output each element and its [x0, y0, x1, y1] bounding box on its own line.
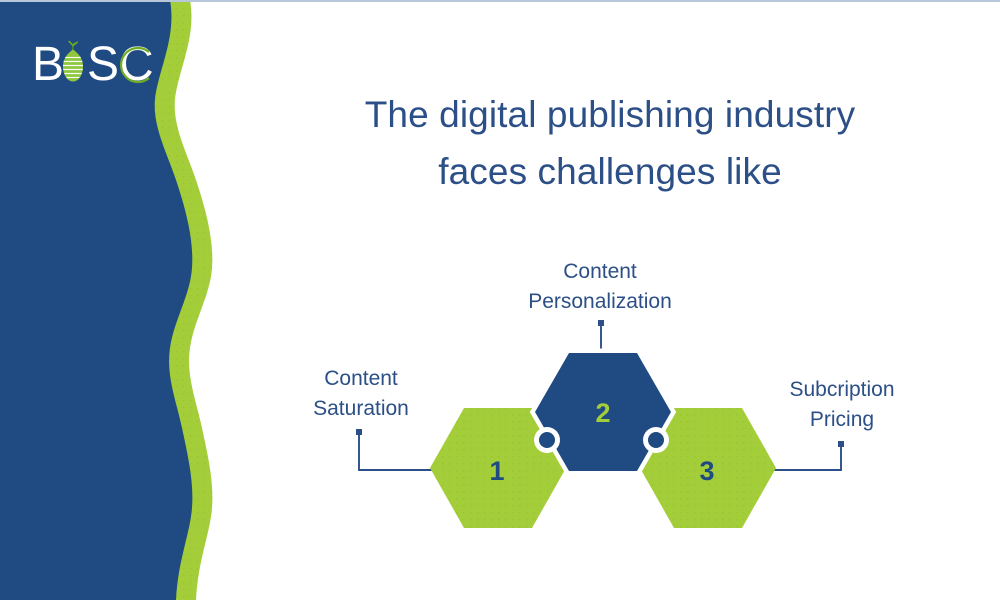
hexagon-step-1[interactable]: 1 — [430, 408, 566, 528]
connector-dots — [356, 320, 844, 447]
logo-green-arc — [120, 46, 150, 84]
hexagon-step-1-shape — [430, 408, 566, 528]
callout-label-step-2-line-1: Content — [563, 260, 637, 283]
connector-line-step-1 — [358, 432, 450, 471]
bosc-logo: B SC — [32, 38, 157, 92]
hexagon-step-2[interactable]: 2 — [529, 348, 677, 476]
connector-dot-step-3 — [838, 441, 844, 447]
junction-node-left-dot — [539, 432, 555, 448]
pear-icon — [63, 40, 83, 82]
junction-node-right — [643, 427, 669, 453]
hexagon-step-3-shape — [640, 408, 776, 528]
callout-label-step-2: Content Personalization — [480, 257, 720, 317]
hexagon-step-1-number: 1 — [489, 456, 504, 486]
hexagon-step-3-number: 3 — [699, 456, 714, 486]
page-title: The digital publishing industry faces ch… — [255, 86, 965, 200]
callout-label-step-1: Content Saturation — [262, 364, 460, 424]
callout-label-step-1-line-1: Content — [324, 367, 398, 390]
callout-label-step-1-line-2: Saturation — [313, 397, 409, 420]
top-border-line — [0, 0, 1000, 2]
page-title-line-1: The digital publishing industry — [364, 94, 856, 135]
hexagon-step-3[interactable]: 3 — [640, 408, 776, 528]
callout-label-step-3-line-2: Pricing — [809, 408, 875, 431]
panel-blue-body — [0, 0, 193, 600]
logo-letter-b: B — [32, 38, 64, 91]
page-title-line-2: faces challenges like — [438, 151, 782, 192]
hexagon-step-2-shape — [535, 353, 671, 471]
junction-node-left — [534, 427, 560, 453]
connector-line-step-3 — [757, 444, 842, 471]
left-decorative-panel — [0, 0, 270, 600]
callout-label-step-3: Subcription Pricing — [747, 375, 937, 435]
callout-label-step-3-line-1: Subcription — [789, 378, 895, 401]
connector-dot-step-1 — [356, 429, 362, 435]
hexagon-step-2-number: 2 — [595, 398, 610, 428]
junction-node-right-dot — [648, 432, 664, 448]
connector-dot-step-2 — [598, 320, 604, 326]
callout-label-step-2-line-2: Personalization — [528, 290, 672, 313]
